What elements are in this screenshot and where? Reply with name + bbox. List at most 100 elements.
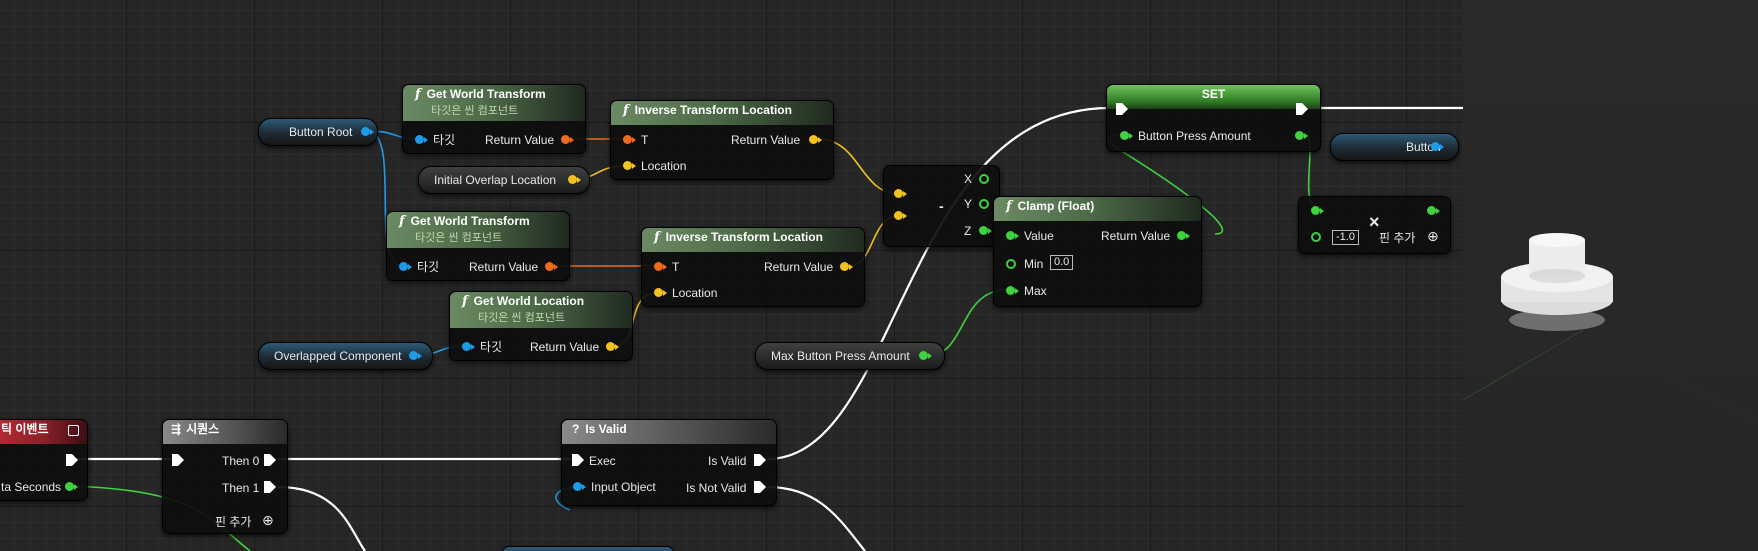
- button-press-amount-out-pin[interactable]: [1295, 131, 1308, 140]
- a-in-pin[interactable]: [1311, 206, 1324, 215]
- max-press-out-pin[interactable]: [919, 351, 932, 360]
- button-variable[interactable]: Button: [1330, 133, 1459, 161]
- return-value-label: Return Value: [764, 260, 834, 274]
- initial-overlap-out-pin[interactable]: [568, 175, 581, 184]
- button-root-variable[interactable]: Button Root: [258, 118, 378, 146]
- x-out-pin[interactable]: [979, 174, 989, 184]
- result-out-pin[interactable]: [1427, 206, 1440, 215]
- node-title: 시퀀스: [186, 422, 220, 436]
- t-in-pin[interactable]: [623, 135, 636, 144]
- location-label: Location: [672, 286, 718, 300]
- is-valid-node[interactable]: ?Is Valid Exec Is Valid Input Object Is …: [561, 419, 777, 506]
- function-icon: f: [399, 214, 405, 229]
- location-label: Location: [641, 159, 687, 173]
- return-value-out-pin[interactable]: [561, 135, 574, 144]
- literal-field[interactable]: -1.0: [1332, 229, 1359, 245]
- a-in-pin[interactable]: [894, 189, 907, 198]
- target-label: 타깃: [433, 133, 456, 147]
- value-in-pin[interactable]: [1006, 231, 1019, 240]
- overlapped-component-variable[interactable]: Overlapped Component: [258, 342, 433, 370]
- initial-overlap-variable[interactable]: Initial Overlap Location: [418, 166, 590, 194]
- return-value-out-pin[interactable]: [1177, 231, 1190, 240]
- button-root-label: Button Root: [289, 125, 353, 139]
- node-title: Inverse Transform Location: [634, 103, 792, 117]
- target-in-pin[interactable]: [462, 342, 475, 351]
- add-pin-label[interactable]: 핀 추가: [1379, 231, 1416, 245]
- y-label: Y: [964, 197, 973, 211]
- target-in-pin[interactable]: [399, 262, 412, 271]
- node-header: f Clamp (Float): [994, 197, 1201, 221]
- return-value-label: Return Value: [485, 133, 555, 147]
- t-label: T: [672, 260, 680, 274]
- add-pin-label[interactable]: 핀 추가: [215, 515, 252, 529]
- multiply-node[interactable]: × -1.0 핀 추가 ⊕: [1298, 196, 1451, 254]
- set-node[interactable]: SET Button Press Amount: [1106, 84, 1321, 152]
- location-in-pin[interactable]: [654, 288, 667, 297]
- close-icon[interactable]: ×: [1369, 212, 1380, 232]
- question-icon: ?: [572, 422, 580, 436]
- target-in-pin[interactable]: [415, 135, 428, 144]
- node-title: Get World Transform: [426, 87, 546, 101]
- z-label: Z: [964, 224, 972, 238]
- value-label: Value: [1024, 229, 1054, 243]
- button-root-out-pin[interactable]: [361, 127, 374, 136]
- min-value-field[interactable]: 0.0: [1050, 254, 1074, 270]
- min-in-pin[interactable]: [1006, 259, 1016, 269]
- subtract-node[interactable]: - X Y Z: [883, 165, 1000, 247]
- max-press-label: Max Button Press Amount: [771, 349, 910, 363]
- node-subtitle: 타깃은 씬 컴포넌트: [478, 312, 566, 324]
- t-label: T: [641, 133, 649, 147]
- return-value-out-pin[interactable]: [606, 342, 619, 351]
- x-label: X: [964, 172, 973, 186]
- viewport-preview[interactable]: [1463, 0, 1758, 551]
- y-out-pin[interactable]: [979, 199, 989, 209]
- max-in-pin[interactable]: [1006, 286, 1019, 295]
- max-press-variable[interactable]: Max Button Press Amount: [755, 342, 945, 370]
- b-in-pin[interactable]: [894, 211, 907, 220]
- button-out-pin[interactable]: [1431, 142, 1444, 151]
- overlapped-component-label: Overlapped Component: [274, 349, 402, 363]
- delta-seconds-label: ta Seconds: [1, 480, 62, 494]
- tick-event-node[interactable]: 틱 이벤트 ta Seconds: [0, 419, 88, 501]
- t-in-pin[interactable]: [654, 262, 667, 271]
- sequence-node[interactable]: ⇶시퀀스 Then 0 Then 1 핀 추가 ⊕: [162, 419, 288, 534]
- is-not-valid-label: Is Not Valid: [686, 481, 747, 495]
- max-label: Max: [1024, 284, 1047, 298]
- blueprint-graph[interactable]: Button Root Initial Overlap Location Ove…: [0, 0, 1463, 551]
- return-value-label: Return Value: [1101, 229, 1171, 243]
- button-press-amount-in-pin[interactable]: [1120, 131, 1133, 140]
- plus-circle-icon[interactable]: ⊕: [1427, 228, 1439, 244]
- return-value-label: Return Value: [731, 133, 801, 147]
- function-icon: f: [1006, 199, 1012, 214]
- exec-label: Exec: [589, 454, 616, 468]
- function-icon: f: [623, 103, 629, 118]
- input-object-in-pin[interactable]: [573, 482, 586, 491]
- plus-circle-icon[interactable]: ⊕: [262, 512, 274, 528]
- return-value-out-pin[interactable]: [545, 262, 558, 271]
- min-value[interactable]: 0.0: [1050, 255, 1074, 270]
- overlapped-component-out-pin[interactable]: [409, 351, 422, 360]
- sequence-icon: ⇶: [171, 422, 182, 436]
- z-out-pin[interactable]: [979, 226, 992, 235]
- node-title: SET: [1201, 87, 1226, 101]
- node-subtitle: 타깃은 씬 컴포넌트: [415, 232, 503, 244]
- offscreen-node[interactable]: [502, 546, 674, 551]
- b-in-pin[interactable]: [1311, 232, 1321, 242]
- node-title: Clamp (Float): [1017, 199, 1095, 213]
- location-in-pin[interactable]: [623, 161, 636, 170]
- delta-seconds-out-pin[interactable]: [65, 482, 78, 491]
- inverse-transform-location-node-1[interactable]: f Inverse Transform Location T Return Val…: [610, 100, 834, 180]
- literal-value[interactable]: -1.0: [1332, 230, 1359, 245]
- node-header: ⇶ 시퀀스: [163, 420, 287, 444]
- return-value-out-pin[interactable]: [840, 262, 853, 271]
- node-subtitle: 타깃은 씬 컴포넌트: [431, 105, 519, 117]
- target-label: 타깃: [480, 340, 503, 354]
- button-press-amount-label: Button Press Amount: [1138, 129, 1251, 143]
- return-value-out-pin[interactable]: [809, 135, 822, 144]
